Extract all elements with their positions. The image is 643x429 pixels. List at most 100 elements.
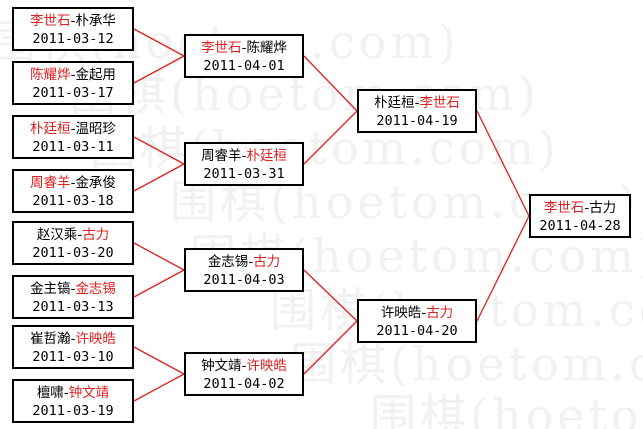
player-name: 许映皓: [246, 358, 287, 374]
player-name: 许映皓: [75, 331, 116, 347]
versus-separator: -: [70, 13, 76, 29]
versus-separator: -: [248, 254, 254, 270]
bracket-line: [303, 55, 358, 112]
versus-separator: -: [584, 200, 590, 216]
versus-separator: -: [241, 148, 247, 164]
match-players: 李世石-陈耀烨: [186, 39, 302, 57]
match-players: 朴廷桓-李世石: [359, 94, 475, 112]
player-name: 古力: [426, 305, 454, 321]
player-name: 温昭珍: [75, 121, 116, 137]
match-date: 2011-04-20: [376, 323, 458, 339]
match-date: 2011-04-02: [203, 376, 285, 392]
bracket-line: [476, 215, 530, 322]
versus-separator: -: [70, 281, 76, 297]
bracket-line: [303, 269, 358, 322]
bracket-line: [303, 110, 358, 165]
match-date: 2011-04-03: [203, 272, 285, 288]
match-date: 2011-03-20: [32, 245, 114, 261]
bracket-line: [133, 373, 185, 402]
player-name: 陈耀烨: [30, 67, 71, 83]
match-players: 檀啸-钟文靖: [14, 384, 132, 402]
player-name: 钟文靖: [68, 385, 110, 401]
match-date: 2011-03-19: [32, 403, 114, 419]
player-name: 李世石: [419, 95, 460, 111]
player-name: 古力: [253, 254, 281, 270]
match-players: 陈耀烨-金起用: [14, 66, 132, 84]
bracket-line: [133, 55, 185, 84]
bracket-line: [133, 269, 185, 298]
bracket-line: [133, 346, 185, 375]
bracket-line: [133, 242, 185, 271]
player-name: 李世石: [30, 13, 71, 29]
match-players: 金主镐-金志锡: [14, 280, 132, 298]
match-date: 2011-03-13: [32, 299, 114, 315]
player-name: 赵汉乘: [36, 227, 78, 243]
bracket-line: [476, 110, 530, 217]
versus-separator: -: [421, 305, 427, 321]
bracket-line: [133, 28, 185, 57]
player-name: 朴廷桓: [246, 148, 287, 164]
versus-separator: -: [414, 95, 420, 111]
versus-separator: -: [241, 358, 247, 374]
player-name: 古力: [82, 227, 110, 243]
versus-separator: -: [70, 121, 76, 137]
player-name: 钟文靖: [201, 358, 242, 374]
match-date: 2011-04-19: [376, 113, 458, 129]
player-name: 朴廷桓: [30, 121, 71, 137]
match-players: 周睿羊-金承俊: [14, 174, 132, 192]
match-date: 2011-04-28: [539, 218, 621, 234]
versus-separator: -: [63, 385, 69, 401]
player-name: 李世石: [543, 200, 585, 216]
match-players: 周睿羊-朴廷桓: [186, 147, 302, 165]
match-players: 许映皓-古力: [359, 304, 475, 322]
match-players: 钟文靖-许映皓: [186, 357, 302, 375]
versus-separator: -: [70, 175, 76, 191]
match-date: 2011-03-18: [32, 193, 114, 209]
player-name: 许映皓: [380, 305, 422, 321]
bracket-line: [133, 163, 185, 192]
player-name: 陈耀烨: [246, 40, 287, 56]
match-date: 2011-04-01: [203, 58, 285, 74]
player-name: 周睿羊: [201, 148, 242, 164]
player-name: 金起用: [75, 67, 116, 83]
player-name: 金志锡: [207, 254, 249, 270]
match-date: 2011-03-11: [32, 139, 114, 155]
versus-separator: -: [70, 67, 76, 83]
player-name: 朴廷桓: [374, 95, 415, 111]
player-name: 金主镐: [30, 281, 71, 297]
player-name: 周睿羊: [30, 175, 71, 191]
match-date: 2011-03-17: [32, 85, 114, 101]
player-name: 崔哲瀚: [30, 331, 71, 347]
match-players: 崔哲瀚-许映皓: [14, 330, 132, 348]
match-players: 金志锡-古力: [186, 253, 302, 271]
player-name: 金志锡: [75, 281, 116, 297]
player-name: 古力: [589, 200, 617, 216]
match-players: 朴廷桓-温昭珍: [14, 120, 132, 138]
player-name: 檀啸: [36, 385, 64, 401]
match-date: 2011-03-31: [203, 166, 285, 182]
bracket-line: [133, 136, 185, 165]
versus-separator: -: [77, 227, 83, 243]
match-players: 李世石-古力: [531, 199, 629, 217]
player-name: 李世石: [201, 40, 242, 56]
match-players: 李世石-朴承华: [14, 12, 132, 30]
match-players: 赵汉乘-古力: [14, 226, 132, 244]
versus-separator: -: [70, 331, 76, 347]
